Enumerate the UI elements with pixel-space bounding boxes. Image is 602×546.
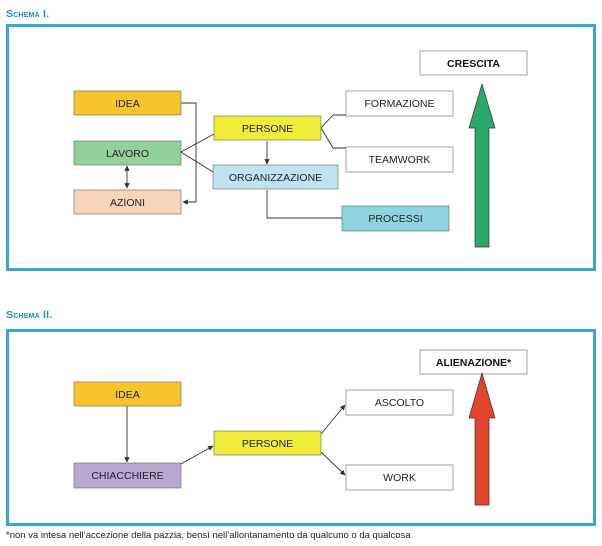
node-processi: PROCESSI <box>341 205 450 232</box>
node2-alienazione-label: ALIENAZIONE* <box>436 357 512 369</box>
schema2-title: Schema II. <box>6 309 53 321</box>
node-persone: PERSONE <box>213 115 322 141</box>
persone-formazione-connector <box>320 114 346 129</box>
persone-ascolto-arrow <box>320 404 346 435</box>
footnote: *non va intesa nell’accezione della pazz… <box>6 530 411 541</box>
node-lavoro-label: LAVORO <box>106 148 149 160</box>
node-lavoro: LAVORO <box>73 140 182 166</box>
node2-chiacchiere: CHIACCHIERE <box>73 462 182 489</box>
persone-teamwork-connector <box>320 127 346 149</box>
node2-alienazione: ALIENAZIONE* <box>419 349 528 375</box>
growth-arrow-up <box>468 82 496 248</box>
node-persone-label: PERSONE <box>242 123 293 135</box>
node2-idea: IDEA <box>73 381 182 407</box>
node2-ascolto-label: ASCOLTO <box>375 397 424 409</box>
node-idea-label: IDEA <box>115 98 140 110</box>
node-teamwork-label: TEAMWORK <box>369 154 431 166</box>
node2-chiacchiere-label: CHIACCHIERE <box>91 470 163 482</box>
node-crescita: CRESCITA <box>419 50 528 76</box>
idea-to-azioni-connector <box>181 102 197 205</box>
schema2-connectors <box>124 404 346 476</box>
chiacchiere-persone-arrow <box>180 445 214 465</box>
node2-work: WORK <box>345 464 454 491</box>
schema2-frame <box>6 329 596 526</box>
node-crescita-label: CRESCITA <box>447 58 500 70</box>
node-azioni-label: AZIONI <box>110 197 145 209</box>
node2-persone: PERSONE <box>213 430 322 456</box>
schema1-frame <box>6 24 596 271</box>
schema1-title: Schema I. <box>6 8 50 20</box>
node-organizzazione: ORGANIZZAZIONE <box>212 164 339 190</box>
node-processi-label: PROCESSI <box>368 213 422 225</box>
organizzazione-processi-connector <box>266 190 342 219</box>
schema1-connectors <box>124 102 346 219</box>
persone-work-arrow <box>320 451 346 476</box>
node-teamwork: TEAMWORK <box>345 146 454 173</box>
lavoro-persone-connector <box>180 133 215 153</box>
node2-persone-label: PERSONE <box>242 438 293 450</box>
node-formazione: FORMAZIONE <box>345 90 454 117</box>
node-organizzazione-label: ORGANIZZAZIONE <box>229 172 322 184</box>
node-formazione-label: FORMAZIONE <box>365 98 435 110</box>
alienation-arrow-up <box>468 371 496 506</box>
lavoro-organizzazione-connector <box>180 151 214 173</box>
node-azioni: AZIONI <box>73 189 182 215</box>
node2-ascolto: ASCOLTO <box>345 389 454 416</box>
node2-work-label: WORK <box>383 472 416 484</box>
node2-idea-label: IDEA <box>115 389 140 401</box>
node-idea: IDEA <box>73 90 182 116</box>
